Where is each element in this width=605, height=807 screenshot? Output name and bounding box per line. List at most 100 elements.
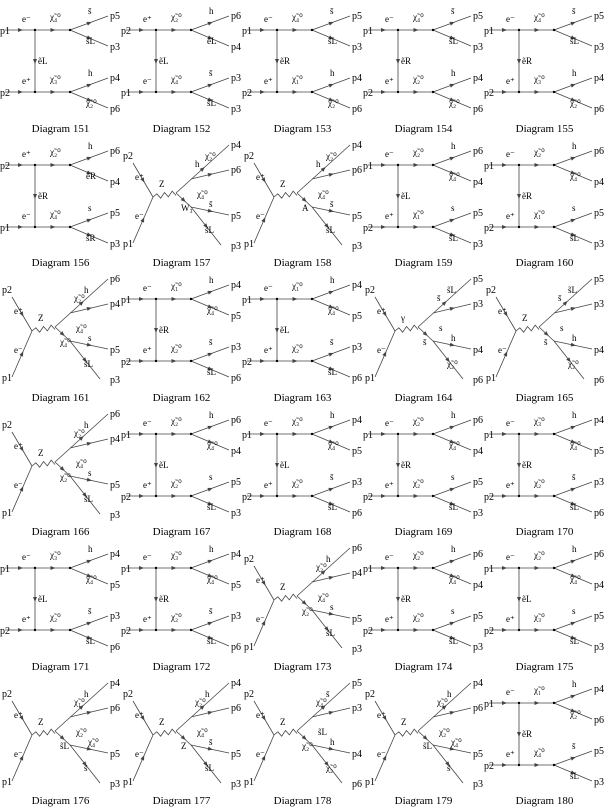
- incoming-particle-label: p2: [363, 492, 373, 503]
- arrow-marker: [139, 297, 144, 301]
- arrow-marker: [139, 90, 144, 94]
- incoming-particle-label: p2: [242, 492, 252, 503]
- arrow-marker: [171, 493, 177, 498]
- arrow-marker: [534, 700, 540, 705]
- internal-particle-label: ẽR: [522, 460, 532, 470]
- internal-particle-label: χ̃₃⁰: [533, 612, 545, 622]
- vertex: [68, 566, 72, 570]
- internal-particle-label: s: [451, 606, 455, 616]
- arrow-marker: [502, 28, 507, 32]
- arrow-marker: [449, 307, 455, 311]
- outgoing-particle-label: p3: [110, 375, 120, 386]
- arrow-marker: [570, 500, 576, 505]
- outgoing-particle-label: p4: [110, 73, 120, 84]
- internal-particle-label: s̄: [558, 293, 562, 303]
- arrow-marker: [207, 21, 213, 26]
- outgoing-particle-label: p4: [231, 678, 241, 689]
- diagram-caption: Diagram 160: [515, 257, 574, 269]
- arrow-marker: [19, 351, 24, 357]
- arrow-marker: [381, 224, 386, 229]
- internal-particle-label: ẽL: [522, 594, 532, 604]
- vertex: [189, 566, 193, 570]
- internal-particle-label: h: [572, 68, 577, 78]
- outgoing-particle-label: p3: [231, 241, 241, 252]
- vertex: [275, 28, 279, 32]
- outgoing-particle-label: p3: [110, 779, 120, 790]
- internal-particle-label: s̃L: [205, 225, 214, 235]
- arrow-marker: [207, 621, 213, 626]
- arrow-marker: [328, 172, 334, 177]
- incoming-particle-label: p2: [244, 689, 254, 700]
- arrow-marker: [534, 28, 540, 32]
- arrow-marker: [449, 425, 455, 430]
- arrow-marker: [543, 331, 549, 337]
- internal-particle-label: e⁻: [143, 418, 152, 428]
- internal-particle-label: ẽL: [38, 56, 48, 66]
- arrow-marker: [301, 600, 307, 606]
- arrow-marker: [534, 224, 540, 229]
- incoming-particle-label: p1: [484, 699, 494, 710]
- vertex: [431, 494, 435, 497]
- arrow-marker: [449, 231, 455, 236]
- arrow-marker: [171, 628, 177, 632]
- diagram-caption: Diagram 171: [31, 660, 90, 673]
- arrow-marker: [517, 462, 521, 468]
- internal-particle-label: χ̃₂⁰: [412, 416, 424, 426]
- incoming-particle-label: p2: [0, 626, 10, 637]
- incoming-particle-label: p2: [486, 285, 496, 296]
- outgoing-particle-label: p6: [594, 146, 604, 157]
- internal-particle-label: A: [302, 203, 309, 213]
- outgoing-particle-label: p6: [473, 415, 483, 426]
- vertex: [431, 628, 435, 632]
- internal-particle-label: χ̃₂⁰: [59, 472, 71, 482]
- vertex: [154, 90, 158, 94]
- internal-particle-label: s̃L: [207, 502, 216, 512]
- arrow-marker: [19, 445, 24, 452]
- arrow-marker: [199, 704, 205, 710]
- internal-particle-label: Z: [280, 717, 286, 727]
- internal-particle-label: χ̃₄⁰: [196, 189, 208, 199]
- incoming-particle-label: p2: [244, 151, 254, 162]
- internal-particle-label: s̃L: [84, 494, 93, 504]
- arrow-marker: [86, 441, 92, 446]
- internal-particle-label: h: [209, 544, 214, 554]
- arrow-marker: [441, 300, 447, 306]
- arrow-marker: [171, 431, 177, 436]
- internal-particle-label: s: [572, 606, 576, 616]
- internal-particle-label: χ̃₄⁰: [569, 574, 581, 584]
- internal-particle-label: h: [195, 159, 200, 169]
- arrow-marker: [324, 626, 329, 632]
- arrow-marker: [328, 83, 334, 88]
- incoming-particle-label: p2: [121, 626, 131, 637]
- internal-particle-label: s: [439, 323, 443, 333]
- internal-particle-label: s̄: [209, 199, 213, 209]
- outgoing-particle-label: p4: [231, 42, 241, 53]
- internal-particle-label: γ: [400, 313, 405, 323]
- vertex: [431, 566, 435, 570]
- internal-particle-label: ẽL: [280, 460, 290, 470]
- vertex: [33, 28, 37, 32]
- arrow-marker: [139, 493, 144, 498]
- internal-particle-label: e⁺: [264, 345, 273, 355]
- internal-particle-label: h: [88, 141, 93, 151]
- outgoing-particle-label: p3: [231, 104, 241, 115]
- outgoing-particle-label: p6: [231, 415, 241, 426]
- vertex: [517, 90, 521, 94]
- internal-particle-label: Z: [280, 179, 286, 189]
- internal-particle-label: s̄: [88, 6, 92, 16]
- incoming-particle-label: p2: [123, 689, 133, 700]
- arrow-marker: [139, 28, 144, 32]
- arrow-marker: [381, 28, 386, 32]
- incoming-particle-label: p1: [365, 777, 375, 788]
- internal-particle-label: s̄: [84, 763, 88, 773]
- vertex: [189, 628, 193, 632]
- arrow-marker: [570, 307, 576, 311]
- arrow-marker: [140, 754, 145, 761]
